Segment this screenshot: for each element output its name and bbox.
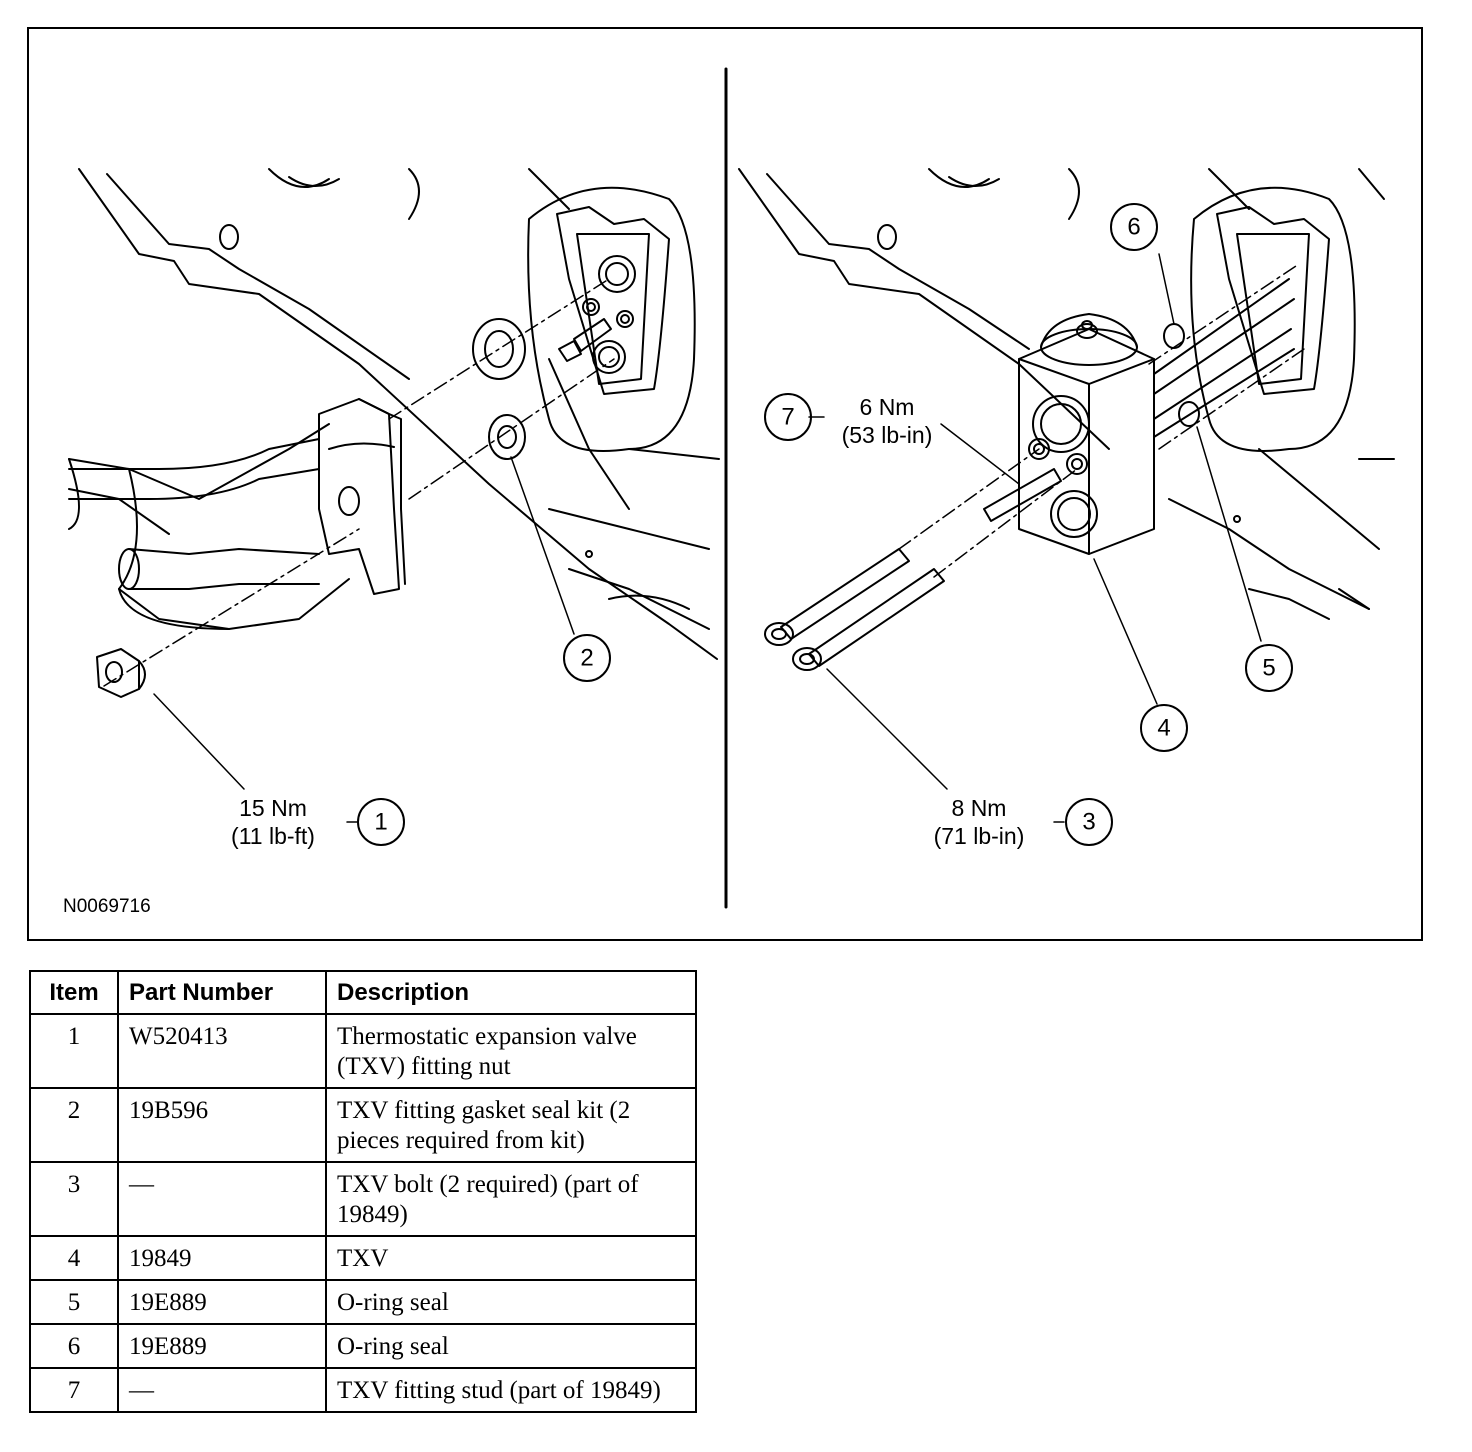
row-item: 7 — [29, 1367, 119, 1413]
row-part-number: — — [117, 1161, 327, 1237]
right-view-body — [738, 168, 1395, 823]
callout-7-label: 7 — [781, 404, 794, 431]
exploded-view-illustration: 1 2 3 4 5 6 7 15 Nm (11 lb-ft) 8 Nm (71 … — [27, 27, 1423, 941]
table-row: 7 — TXV fitting stud (part of 19849) — [29, 1367, 697, 1413]
left-view-body — [68, 168, 720, 823]
table-row: 3 — TXV bolt (2 required) (part of 19849… — [29, 1161, 697, 1237]
table-row: 5 19E889 O-ring seal — [29, 1279, 697, 1325]
table-row: 4 19849 TXV — [29, 1235, 697, 1281]
row-part-number: 19E889 — [117, 1279, 327, 1325]
callout-6-circle — [1110, 203, 1158, 251]
row-description: TXV — [325, 1235, 697, 1281]
row-part-number: 19849 — [117, 1235, 327, 1281]
torque-1-nm: 15 Nm — [239, 795, 307, 821]
header-description: Description — [325, 970, 697, 1015]
row-description: O-ring seal — [325, 1323, 697, 1369]
torque-1-alt: (11 lb-ft) — [231, 823, 315, 849]
callout-5-circle — [1245, 644, 1293, 692]
row-item: 5 — [29, 1279, 119, 1325]
callout-7-circle — [764, 393, 812, 441]
row-item: 2 — [29, 1087, 119, 1163]
callout-1-label: 1 — [374, 809, 387, 836]
torque-3-alt: (71 lb-in) — [934, 823, 1025, 849]
callout-2-circle — [563, 634, 611, 682]
row-part-number: 19E889 — [117, 1323, 327, 1369]
figure-id: N0069716 — [63, 896, 151, 917]
torque-7-nm: 6 Nm — [860, 394, 915, 420]
parts-table: Item Part Number Description 1 W520413 T… — [29, 970, 697, 1413]
row-part-number: W520413 — [117, 1013, 327, 1089]
callout-1-circle — [357, 798, 405, 846]
row-item: 1 — [29, 1013, 119, 1089]
table-row: 1 W520413 Thermostatic expansion valve (… — [29, 1013, 697, 1089]
row-description: TXV fitting stud (part of 19849) — [325, 1367, 697, 1413]
row-description: TXV fitting gasket seal kit (2 pieces re… — [325, 1087, 697, 1163]
header-item: Item — [29, 970, 119, 1015]
row-part-number: 19B596 — [117, 1087, 327, 1163]
table-row: 6 19E889 O-ring seal — [29, 1323, 697, 1369]
illustration-drawing: 1 2 3 4 5 6 7 15 Nm (11 lb-ft) 8 Nm (71 … — [63, 67, 1395, 917]
callout-4-label: 4 — [1157, 715, 1170, 742]
row-description: TXV bolt (2 required) (part of 19849) — [325, 1161, 697, 1237]
callout-6-label: 6 — [1127, 214, 1140, 241]
header-part-number: Part Number — [117, 970, 327, 1015]
callout-4-circle — [1140, 704, 1188, 752]
row-description: O-ring seal — [325, 1279, 697, 1325]
callout-3-label: 3 — [1082, 809, 1095, 836]
callout-3-circle — [1065, 798, 1113, 846]
row-item: 6 — [29, 1323, 119, 1369]
row-part-number: — — [117, 1367, 327, 1413]
table-row: 2 19B596 TXV fitting gasket seal kit (2 … — [29, 1087, 697, 1163]
torque-3-nm: 8 Nm — [952, 795, 1007, 821]
callout-2-label: 2 — [580, 645, 593, 672]
torque-7-alt: (53 lb-in) — [842, 422, 933, 448]
row-item: 3 — [29, 1161, 119, 1237]
row-description: Thermostatic expansion valve (TXV) fitti… — [325, 1013, 697, 1089]
table-header-row: Item Part Number Description — [29, 970, 697, 1015]
callout-5-label: 5 — [1262, 655, 1275, 682]
row-item: 4 — [29, 1235, 119, 1281]
